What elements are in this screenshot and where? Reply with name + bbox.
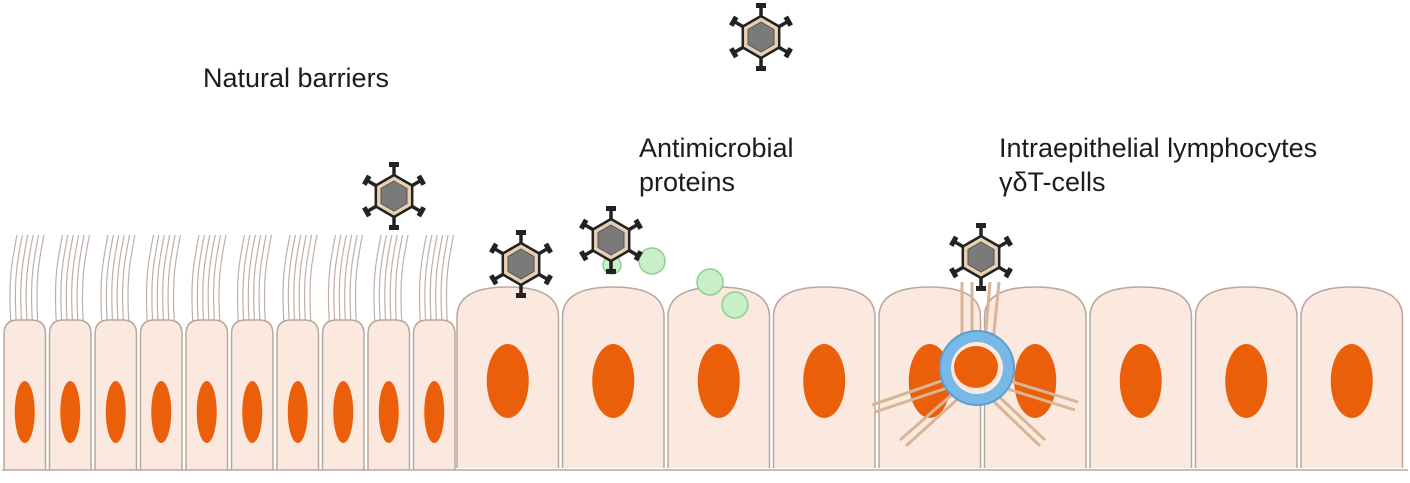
ciliated-cell <box>321 234 365 470</box>
columnar-cell <box>456 286 560 468</box>
columnar-cell <box>1194 286 1298 468</box>
intraepithelial-lymphocyte <box>871 281 1079 448</box>
ciliated-cell <box>94 234 138 470</box>
antimicrobial-protein <box>638 247 666 275</box>
ciliated-cell <box>185 234 229 470</box>
columnar-cell <box>667 286 771 468</box>
antimicrobial-proteins-label: Antimicrobial proteins <box>639 132 794 200</box>
iel-label-line1: Intraepithelial lymphocytes <box>999 133 1318 163</box>
lymphocyte-nucleus <box>954 346 998 388</box>
virus-icon <box>577 204 645 276</box>
ciliated-cell <box>139 234 183 470</box>
ciliated-cell <box>3 234 47 470</box>
cell-nucleus <box>1225 344 1268 418</box>
iel-label-line2: γδT-cells <box>999 166 1106 197</box>
antimicrobial-protein <box>721 291 749 319</box>
cell-nucleus <box>424 381 445 443</box>
columnar-cell <box>1300 286 1404 468</box>
columnar-cell <box>878 286 982 468</box>
cell-nucleus <box>486 344 529 418</box>
cell-nucleus <box>592 344 635 418</box>
antimicrobial-protein <box>696 268 724 296</box>
cell-nucleus <box>242 381 263 443</box>
ciliated-cell <box>412 234 456 470</box>
cell-nucleus <box>1014 344 1057 418</box>
columnar-epithelium <box>2 286 1408 471</box>
ciliated-epithelium <box>3 234 456 470</box>
cell-nucleus <box>14 381 35 443</box>
columnar-cell <box>1089 286 1193 468</box>
ciliated-cell <box>367 234 411 470</box>
cell-nucleus <box>333 381 354 443</box>
cell-nucleus <box>105 381 126 443</box>
cell-nucleus <box>196 381 217 443</box>
antimicrobial-proteins <box>602 247 749 319</box>
cell-nucleus <box>287 381 308 443</box>
intraepithelial-lymphocytes-label: Intraepithelial lymphocytes γδT-cells <box>999 132 1317 200</box>
antimicrobial-label-line1: Antimicrobial <box>639 133 794 163</box>
tcell-receptors <box>871 281 1079 448</box>
columnar-cell <box>772 286 876 468</box>
cell-nucleus <box>1330 344 1373 418</box>
ciliated-cell <box>230 234 274 470</box>
cell-nucleus <box>1119 344 1162 418</box>
natural-barriers-label: Natural barriers <box>203 63 390 93</box>
cell-nucleus <box>60 381 81 443</box>
virus-icon <box>360 160 428 232</box>
antimicrobial-label-line2: proteins <box>639 166 736 197</box>
cell-nucleus <box>803 344 846 418</box>
ciliated-cell <box>276 234 320 470</box>
cell-nucleus <box>151 381 172 443</box>
cell-nucleus <box>697 344 740 418</box>
ciliated-cell <box>48 234 92 470</box>
columnar-cell <box>561 286 665 468</box>
cell-nucleus <box>378 381 399 443</box>
virus-icon <box>947 221 1015 293</box>
virus-icon <box>727 1 795 73</box>
